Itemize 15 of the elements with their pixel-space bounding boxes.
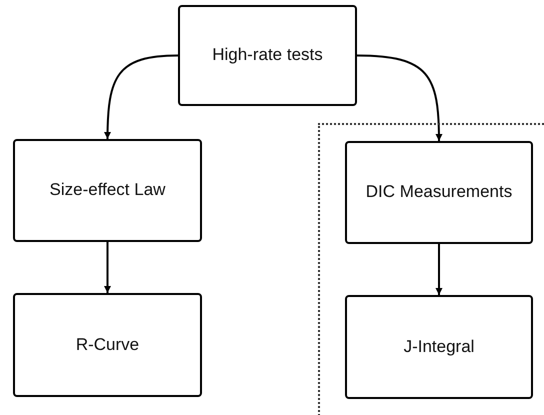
process-box bbox=[13, 139, 202, 242]
box-label: DIC Measurements bbox=[366, 181, 512, 204]
process-box bbox=[13, 293, 202, 397]
box-label: R-Curve bbox=[76, 334, 140, 356]
arrow bbox=[356, 54, 442, 142]
process-box bbox=[345, 141, 533, 244]
arrow bbox=[104, 242, 111, 293]
process-box bbox=[345, 295, 533, 399]
box-label: High-rate tests bbox=[212, 44, 323, 66]
process-box bbox=[178, 5, 357, 106]
box-label: Size-effect Law bbox=[50, 179, 166, 202]
arrow bbox=[436, 244, 442, 295]
box-label: J-Integral bbox=[404, 336, 474, 358]
dotted-region bbox=[318, 123, 544, 415]
arrow bbox=[104, 54, 178, 140]
